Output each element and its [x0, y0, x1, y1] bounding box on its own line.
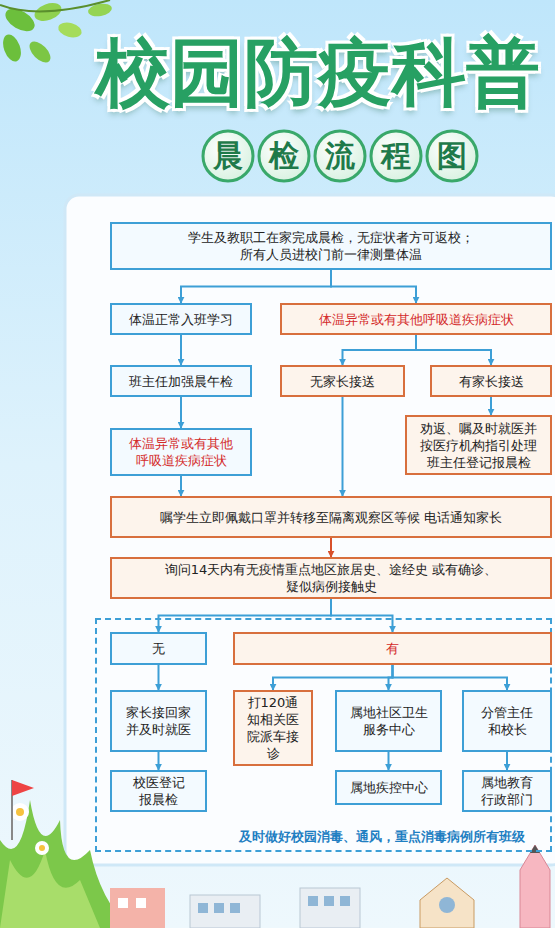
node-text: 体温正常入班学习: [129, 311, 233, 328]
process-box: 体温异常或有其他呼吸道疾病症状: [280, 303, 552, 335]
flag: [12, 780, 34, 840]
buildings: [110, 878, 474, 928]
flow-arrow: [416, 335, 491, 365]
node-text: 属地疾控中心: [350, 779, 428, 796]
process-box: 分管主任和校长: [462, 690, 552, 752]
flow-arrow: [159, 599, 332, 632]
node-text: 打120通知相关医院派车接诊: [244, 694, 302, 762]
node-text: 学生及教职工在家完成晨检，无症状者方可返校； 所有人员进校门前一律测量体温: [122, 229, 540, 263]
branch-box: 有家长接送: [430, 365, 552, 397]
flow-arrow: [393, 665, 508, 690]
node-text: 及时做好校园消毒、通风，重点消毒病例所有班级: [237, 828, 527, 845]
branch-box: 无: [110, 632, 207, 665]
process-box: 打120通知相关医院派车接诊: [233, 690, 313, 766]
flow-arrow: [158, 665, 160, 690]
flow-arrow: [331, 270, 416, 303]
node-text: 体温异常或有其他呼吸道疾病症状: [129, 435, 233, 469]
process-box: 校医登记报晨检: [110, 770, 207, 812]
node-text: 分管主任和校长: [480, 704, 534, 738]
node-text: 校医登记报晨检: [129, 774, 188, 808]
process-box: 嘱学生立即佩戴口罩并转移至隔离观察区等候 电话通知家长: [110, 496, 552, 538]
flow-arrow: [158, 752, 160, 770]
node-text: 劝返、嘱及时就医并 按医疗机构指引处理 班主任登记报晨检: [413, 420, 544, 471]
flow-arrow: [180, 476, 182, 496]
panel: [65, 195, 555, 865]
node-text: 无家长接送: [310, 373, 375, 390]
flow-arrow: [506, 752, 508, 770]
process-box: 体温异常或有其他呼吸道疾病症状: [110, 428, 252, 476]
leaves: [0, 0, 113, 66]
process-box: 属地疾控中心: [335, 770, 442, 805]
node-text: 家长接回家并及时就医: [126, 704, 191, 738]
process-box: 体温正常入班学习: [110, 303, 252, 335]
node-text: 有家长接送: [459, 373, 524, 390]
node-text: 体温异常或有其他呼吸道疾病症状: [319, 311, 514, 328]
flow-arrow: [490, 397, 492, 415]
flow-arrow: [388, 752, 390, 770]
flow-arrow: [180, 335, 182, 365]
flow-arrow: [343, 335, 417, 365]
process-box: 家长接回家并及时就医: [110, 690, 207, 752]
poster-title: 校园防疫科普: [96, 30, 540, 114]
region-box: 及时做好校园消毒、通风，重点消毒病例所有班级 无 有家长接回家并及时就医 打120通知…: [95, 618, 552, 852]
flow-arrow: [342, 397, 344, 496]
branch-box: 有: [233, 632, 552, 665]
flow-arrow: [181, 270, 331, 303]
subtitle: 晨检流程图: [213, 139, 493, 173]
flow-arrow: [331, 599, 393, 632]
node-text: 班主任加强晨午检: [129, 373, 233, 390]
branch-box: 无家长接送: [280, 365, 405, 397]
process-box: 属地教育行政部门: [462, 770, 552, 812]
node-text: 嘱学生立即佩戴口罩并转移至隔离观察区等候 电话通知家长: [160, 509, 502, 526]
node-text: 无: [152, 640, 165, 657]
start-box: 学生及教职工在家完成晨检，无症状者方可返校； 所有人员进校门前一律测量体温: [110, 222, 552, 270]
flow-arrow: [330, 538, 332, 557]
process-box: 班主任加强晨午检: [110, 365, 252, 397]
node-text: 属地社区卫生服务中心: [347, 704, 430, 738]
flow-arrow: [273, 665, 393, 690]
node-text: 有: [386, 640, 399, 657]
process-box: 劝返、嘱及时就医并 按医疗机构指引处理 班主任登记报晨检: [405, 415, 552, 475]
node-text: 询问14天内有无疫情重点地区旅居史、途经史 或有确诊、疑似病例接触史: [122, 561, 540, 595]
process-box: 属地社区卫生服务中心: [335, 690, 442, 752]
flow-arrow: [180, 397, 182, 428]
process-box: 询问14天内有无疫情重点地区旅居史、途经史 或有确诊、疑似病例接触史: [110, 557, 552, 599]
node-text: 属地教育行政部门: [480, 774, 534, 808]
pencil: [520, 845, 550, 928]
